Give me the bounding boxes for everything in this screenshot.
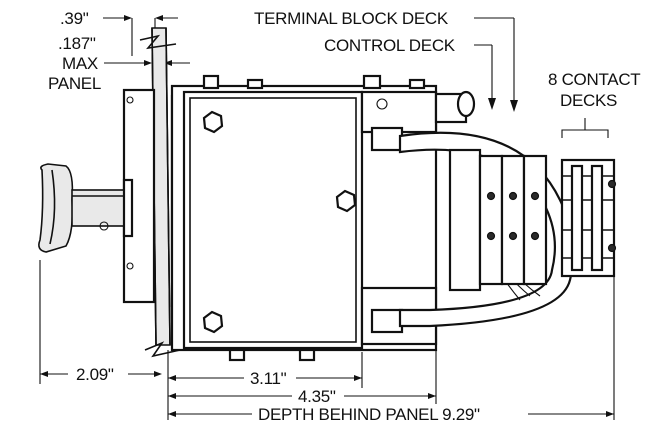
panel-thickness-dimension: .187" MAX PANEL (48, 34, 190, 93)
top-offset-dimension: .39" (60, 9, 178, 56)
terminal-block-deck-label: TERMINAL BLOCK DECK (254, 9, 449, 28)
top-offset-label: .39" (60, 9, 89, 28)
handle-depth-dimension: 2.09" (39, 260, 162, 384)
panel-thickness-label: .187" (58, 34, 96, 53)
body-depth-1-label: 3.11" (250, 369, 287, 388)
rotary-handle (38, 163, 134, 253)
body-depth-dimension-2: 4.35" (168, 350, 437, 406)
terminal-block-deck (448, 148, 548, 292)
body-depth-dimension-1: 3.11" (167, 350, 363, 420)
contact-decks-count-label: 8 CONTACT (548, 70, 640, 89)
total-depth-dimension: DEPTH BEHIND PANEL 9.29" (168, 260, 615, 424)
control-deck-callout: CONTROL DECK (324, 36, 496, 110)
total-depth-label: DEPTH BEHIND PANEL 9.29" (258, 405, 480, 424)
control-deck-label: CONTROL DECK (324, 36, 456, 55)
panel-max-label: MAX (62, 54, 98, 73)
terminal-block-callout: TERMINAL BLOCK DECK (254, 9, 518, 112)
body-depth-2-label: 4.35" (298, 387, 336, 406)
handle-depth-label: 2.09" (76, 365, 114, 384)
contact-decks-word-label: DECKS (560, 91, 617, 110)
contact-decks-callout: 8 CONTACT DECKS (548, 70, 641, 138)
contact-decks (560, 158, 617, 278)
panel-word-label: PANEL (48, 74, 101, 93)
